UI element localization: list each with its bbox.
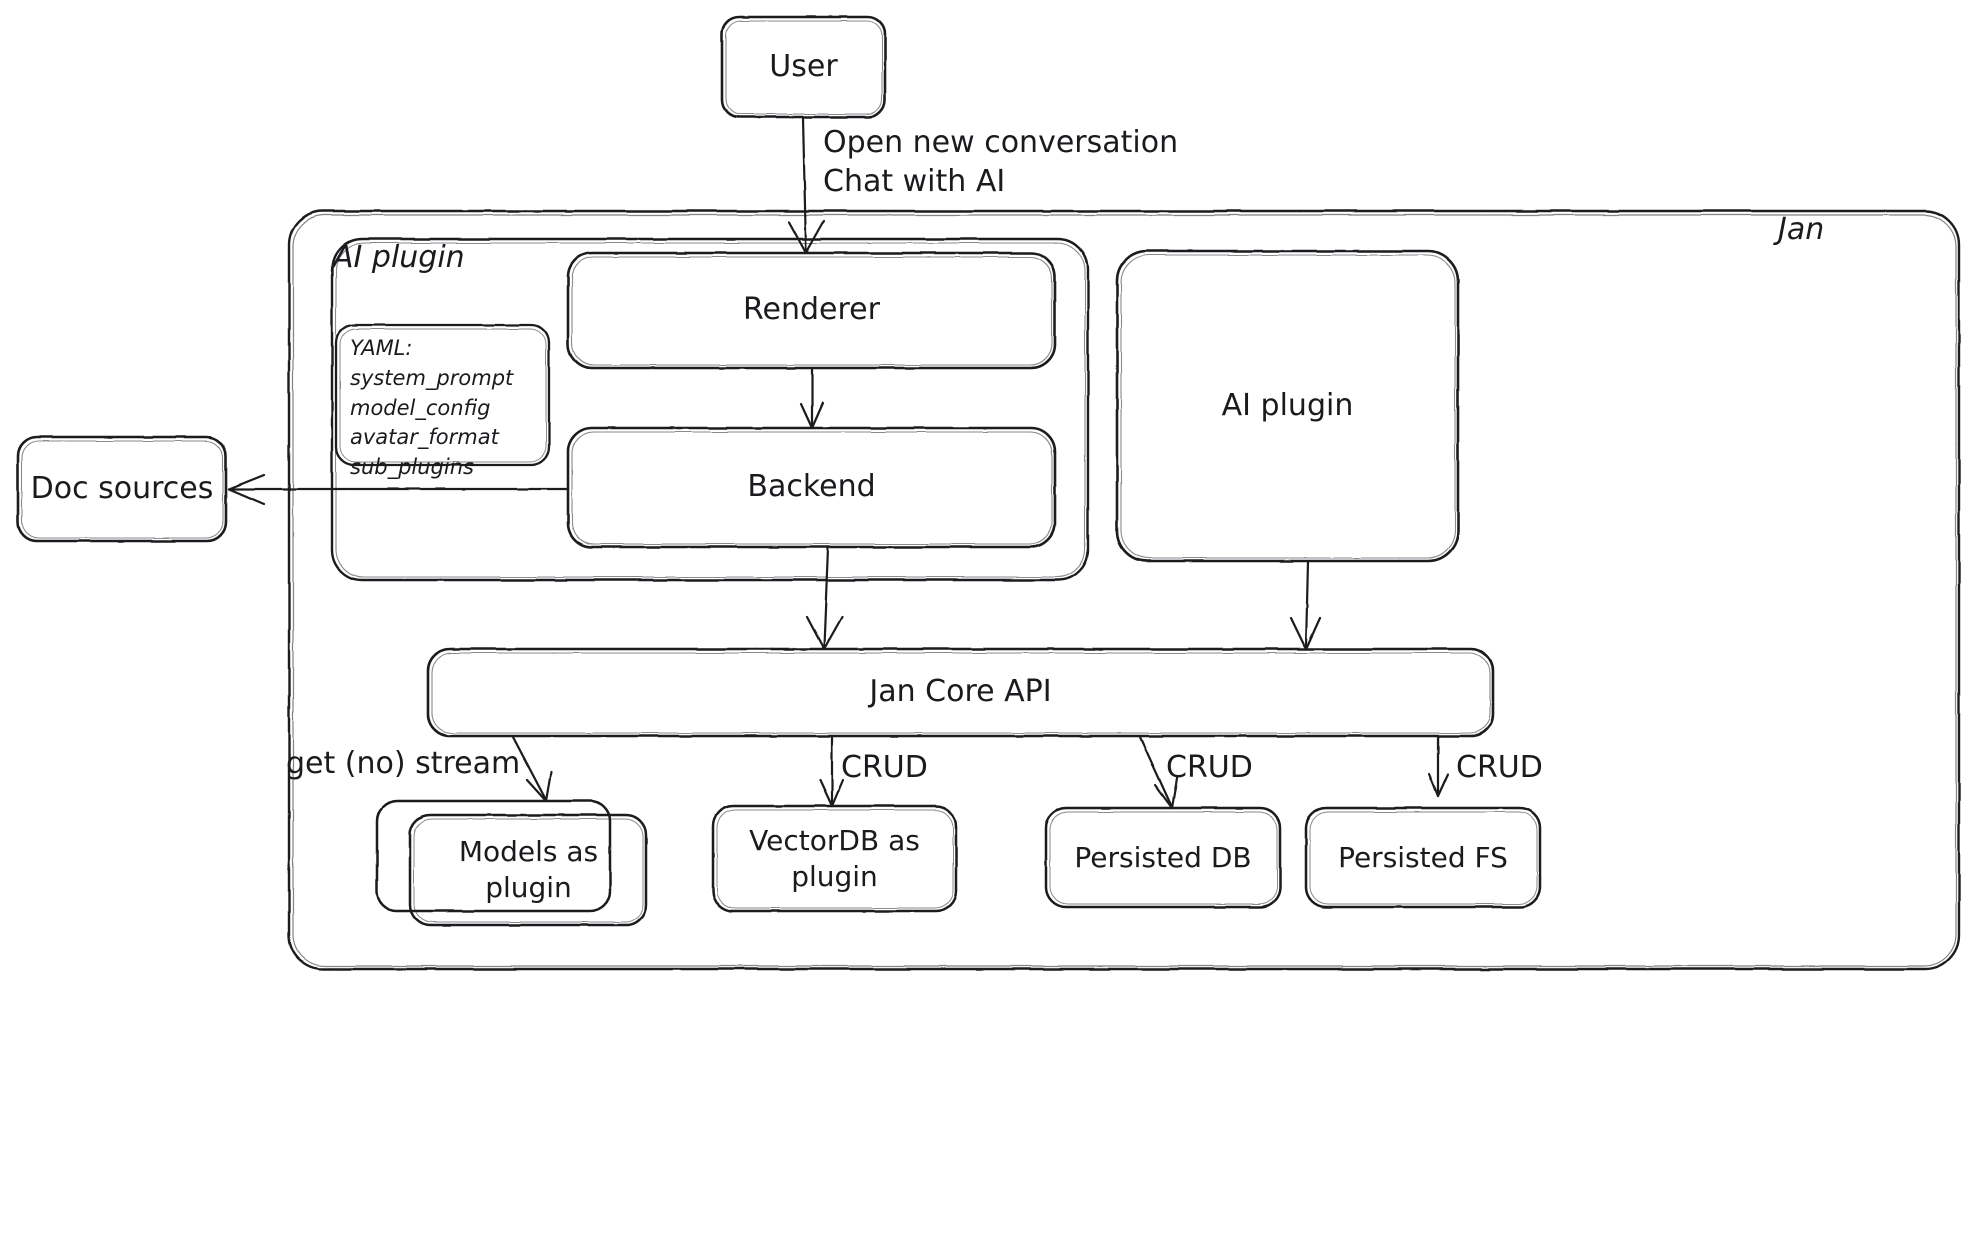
node-jan-core-api[interactable] bbox=[428, 649, 1493, 736]
node-yaml-note[interactable] bbox=[336, 325, 549, 465]
edge-jan-core-api-vectordb bbox=[818, 735, 845, 808]
edge-ai-plugin-jan-core-api bbox=[1289, 560, 1322, 651]
node-user-shape[interactable] bbox=[720, 15, 887, 119]
node-user[interactable] bbox=[722, 17, 885, 117]
node-persisted-db[interactable] bbox=[1046, 808, 1280, 907]
node-persisted-db-shape[interactable] bbox=[1044, 806, 1282, 909]
edge-user-renderer bbox=[787, 116, 826, 255]
node-doc-sources[interactable] bbox=[18, 437, 226, 541]
node-models-as-plugin[interactable] bbox=[377, 801, 646, 925]
node-jan-core-api-shape[interactable] bbox=[426, 647, 1495, 738]
node-models-as-plugin-shape[interactable] bbox=[375, 799, 648, 927]
node-backend[interactable] bbox=[568, 428, 1055, 547]
node-doc-sources-shape[interactable] bbox=[16, 435, 228, 543]
group-jan-border bbox=[287, 209, 1961, 971]
node-ai-plugin[interactable] bbox=[1117, 251, 1458, 561]
node-yaml-shape[interactable] bbox=[334, 323, 551, 467]
node-vectordb-as-plugin-shape[interactable] bbox=[711, 804, 958, 913]
edge-backend-jan-core-api bbox=[805, 546, 844, 651]
edge-jan-core-api-models bbox=[511, 735, 553, 803]
node-renderer-shape[interactable] bbox=[566, 251, 1057, 370]
node-ai-plugin-shape[interactable] bbox=[1115, 249, 1460, 563]
node-renderer[interactable] bbox=[568, 253, 1055, 368]
edge-backend-doc-sources bbox=[227, 473, 570, 506]
edge-renderer-backend bbox=[799, 367, 825, 430]
node-persisted-fs-shape[interactable] bbox=[1304, 806, 1542, 909]
edge-jan-core-api-persisted-fs bbox=[1427, 735, 1450, 798]
edge-jan-core-api-persisted-db bbox=[1138, 735, 1179, 810]
node-vectordb-as-plugin[interactable] bbox=[713, 806, 956, 911]
node-persisted-fs[interactable] bbox=[1306, 808, 1540, 907]
